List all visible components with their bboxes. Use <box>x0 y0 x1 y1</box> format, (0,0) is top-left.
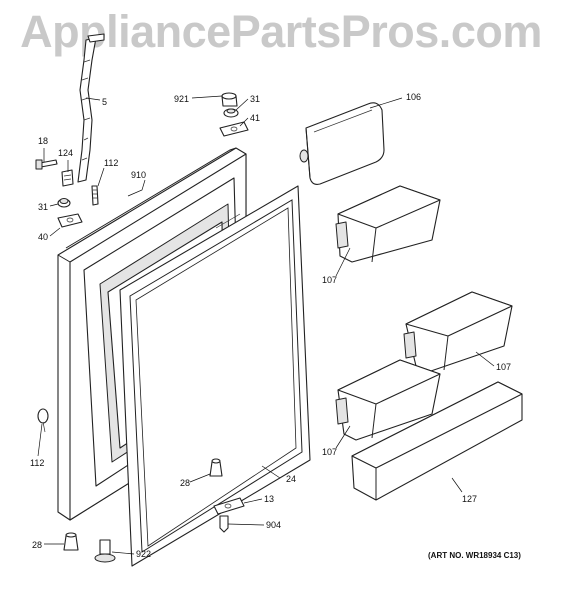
callout-24: 24 <box>286 474 296 484</box>
bracket-part-124 <box>61 169 74 187</box>
leveler-part-922 <box>94 539 116 563</box>
hinge-pin-part-112-bottom <box>37 408 49 433</box>
pin-part-904 <box>219 515 229 533</box>
cap-part-28-bottom <box>63 532 79 551</box>
callout-921: 921 <box>174 94 189 104</box>
callout-28-mid: 28 <box>180 478 190 488</box>
callout-106: 106 <box>406 92 421 102</box>
callout-112-top: 112 <box>104 158 118 168</box>
door-bin-part-107-lower <box>335 359 441 441</box>
dairy-door-part-106 <box>299 102 385 185</box>
callout-910: 910 <box>131 170 146 180</box>
plate-part-13 <box>213 497 245 515</box>
hinge-strip-part-5 <box>77 33 105 183</box>
cap-part-28-mid <box>209 458 223 477</box>
plate-part-41 <box>219 121 249 137</box>
art-number: (ART NO. WR18934 C13) <box>428 551 521 560</box>
callout-18: 18 <box>38 136 48 146</box>
plate-part-40 <box>57 213 83 228</box>
callout-31-top: 31 <box>250 94 260 104</box>
door-bin-part-107-right <box>403 291 513 373</box>
door-bin-part-107-upper <box>335 185 441 263</box>
callout-107-right: 107 <box>496 362 511 372</box>
door-gasket-part-24 <box>119 185 311 567</box>
callout-28-bottom: 28 <box>32 540 42 550</box>
callout-41: 41 <box>250 113 260 123</box>
callout-112-bottom: 112 <box>30 458 44 468</box>
leader-lines <box>37 95 495 555</box>
cap-part-31-left <box>57 198 71 208</box>
callout-31-left: 31 <box>38 202 48 212</box>
callout-107-upper: 107 <box>322 275 337 285</box>
watermark: AppliancePartsPros.com <box>20 6 542 57</box>
callout-904: 904 <box>266 520 281 530</box>
screw-part-18 <box>35 159 58 170</box>
callout-124: 124 <box>58 148 73 158</box>
screw-part-112-top <box>91 185 99 206</box>
callout-13: 13 <box>264 494 274 504</box>
cap-part-921 <box>221 92 238 107</box>
callout-5: 5 <box>102 97 107 107</box>
callout-922: 922 <box>136 549 151 559</box>
cap-part-31-top <box>223 108 239 118</box>
callout-107-lower: 107 <box>322 447 337 457</box>
callout-40: 40 <box>38 232 48 242</box>
shelf-bin-part-127 <box>351 381 523 501</box>
callout-127: 127 <box>462 494 477 504</box>
